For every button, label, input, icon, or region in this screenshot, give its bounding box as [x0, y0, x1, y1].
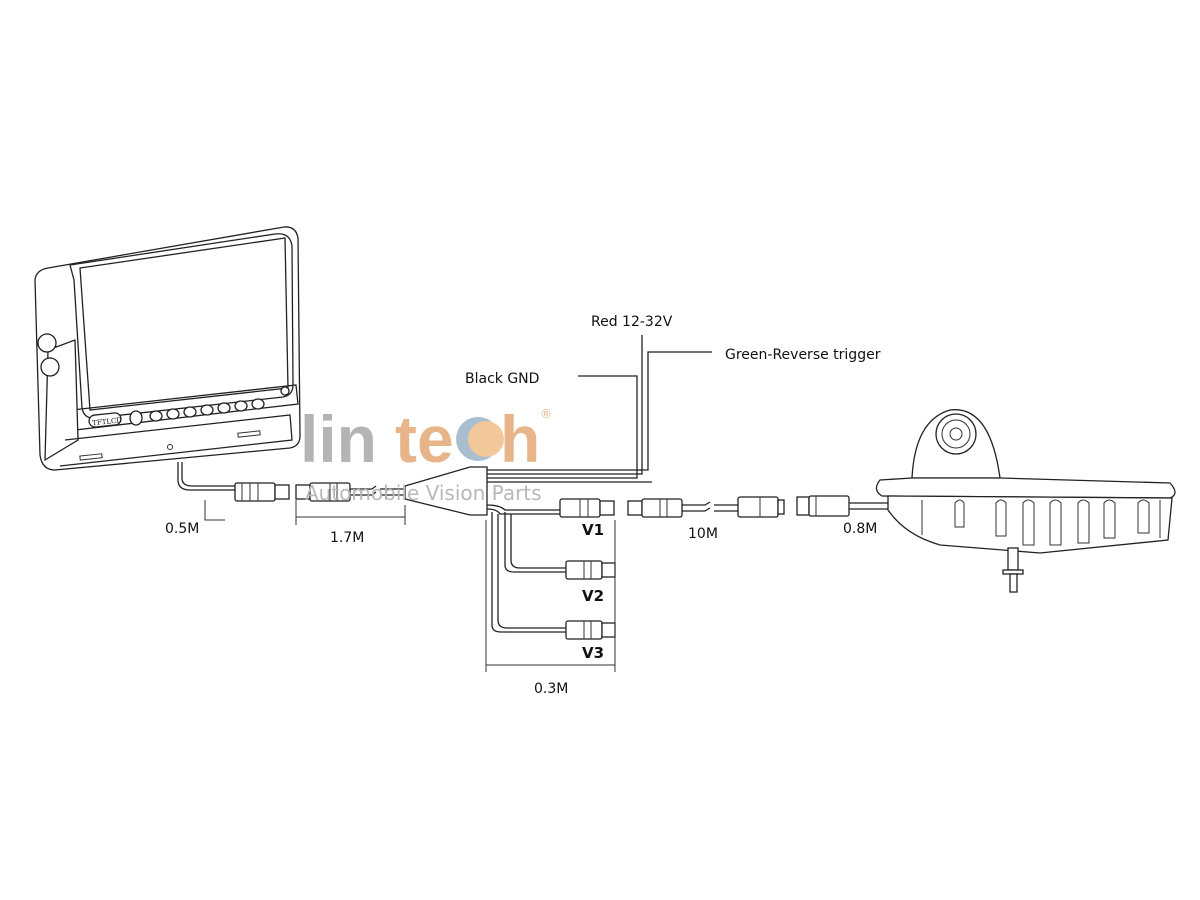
connector-v1	[559, 498, 615, 518]
length-label-camera-extension: 10M	[688, 526, 718, 542]
dimension-line	[295, 500, 406, 525]
video-input-label-v1: V1	[582, 521, 604, 539]
connector	[796, 495, 850, 517]
video-input-label-v3: V3	[582, 644, 604, 662]
video-branches	[486, 504, 566, 633]
watermark-brand-part2: te	[395, 402, 454, 476]
watermark-brand-part1: lin	[300, 402, 377, 476]
registered-mark: ®	[540, 407, 552, 421]
monitor-buttons	[149, 398, 265, 422]
camera	[875, 409, 1176, 593]
length-label-video-branches: 0.3M	[534, 681, 568, 697]
splitter-box	[404, 466, 488, 516]
black-wire-label: Black GND	[465, 371, 539, 387]
button-icon	[129, 410, 143, 426]
watermark-brand-part3: h	[500, 402, 540, 476]
green-wire-label: Green-Reverse trigger	[725, 347, 881, 363]
red-wire	[487, 335, 643, 475]
watermark: lin te h ® Automobile Vision Parts	[300, 402, 552, 505]
connector-v2	[565, 560, 616, 580]
monitor: TFTLCD	[34, 226, 301, 471]
connector-v3	[565, 620, 616, 640]
monitor-brand-label: TFTLCD	[92, 416, 123, 427]
green-wire	[487, 351, 712, 471]
dimension-line	[485, 520, 616, 672]
knob-icon	[40, 357, 60, 377]
connector	[295, 482, 351, 502]
knob-icon	[37, 333, 57, 353]
black-wire	[487, 375, 638, 479]
camera-cable	[849, 502, 890, 510]
extension-cable	[350, 485, 405, 496]
watermark-tagline: Automobile Vision Parts	[305, 481, 542, 505]
connector	[737, 496, 785, 518]
connector	[234, 482, 290, 502]
connector	[627, 498, 683, 518]
video-input-label-v2: V2	[582, 587, 604, 605]
length-label-monitor-cable: 0.5M	[165, 521, 199, 537]
length-label-extension: 1.7M	[330, 530, 364, 546]
camera-extension-cable	[682, 501, 738, 512]
power-wires	[487, 335, 712, 483]
red-wire-label: Red 12-32V	[591, 314, 673, 330]
power-led-icon	[280, 386, 290, 396]
monitor-cable	[177, 462, 235, 491]
length-label-camera-cable: 0.8M	[843, 521, 877, 537]
